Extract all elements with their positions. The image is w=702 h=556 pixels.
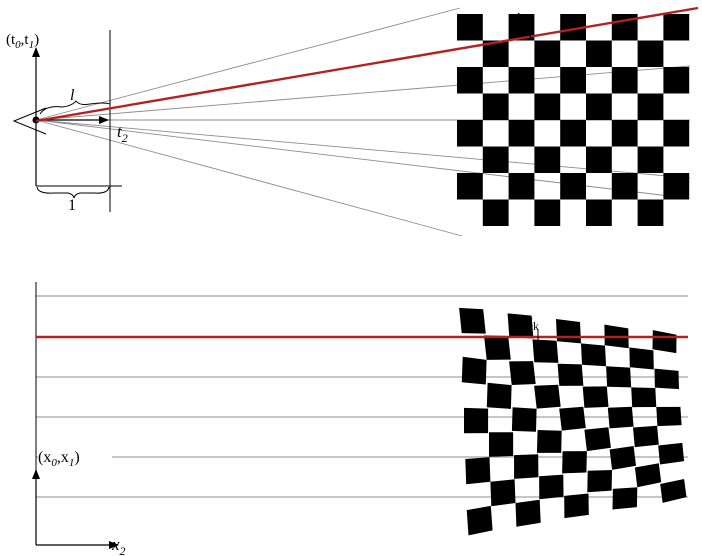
- distorted-checker-square: [559, 406, 586, 431]
- top-panel: (t0,t1) l t2 1 tk: [6, 6, 699, 237]
- distorted-checker-square: [465, 457, 491, 485]
- checker-square: [534, 199, 561, 226]
- distorted-checker-square: [514, 454, 539, 479]
- distorted-checker-square: [515, 499, 541, 527]
- distorted-checker-square: [557, 363, 584, 386]
- distorted-checker-square: [511, 407, 537, 432]
- point-xk-label: xk: [525, 313, 539, 333]
- distorted-checker-square: [509, 361, 536, 385]
- checker-square: [508, 173, 535, 200]
- checker-square: [586, 199, 612, 226]
- checker-square: [663, 67, 690, 94]
- checker-square: [586, 146, 612, 173]
- distorted-checker-square: [539, 474, 564, 500]
- length-label: l: [70, 87, 75, 104]
- distorted-checker-square: [564, 493, 589, 519]
- distorted-checker-square: [584, 427, 611, 452]
- t-axis-label: (t0,t1): [6, 32, 39, 51]
- bottom-checkerboard: [459, 307, 687, 536]
- distorted-checker-square: [587, 470, 612, 493]
- checker-square: [457, 173, 483, 200]
- checker-square: [611, 173, 638, 200]
- checker-square: [663, 120, 690, 147]
- checker-square: [457, 120, 483, 147]
- checker-square: [560, 173, 586, 200]
- distorted-checker-square: [581, 343, 607, 367]
- top-checkerboard: [457, 14, 690, 226]
- distorted-checker-square: [607, 406, 634, 429]
- checker-square: [611, 120, 638, 147]
- point-tk-label: tk: [516, 9, 527, 29]
- x2-axis-label: x2: [111, 535, 126, 556]
- distorted-checker-square: [609, 446, 636, 470]
- x-axis-label-bg: [38, 444, 112, 468]
- checker-square: [457, 14, 483, 41]
- checker-square: [560, 67, 586, 94]
- distorted-checker-square: [556, 319, 581, 344]
- distorted-checker-square: [656, 406, 682, 427]
- checker-square: [560, 120, 586, 147]
- checker-square: [611, 67, 638, 94]
- projection-ray: [35, 119, 691, 179]
- distorted-checker-square: [532, 339, 559, 363]
- distorted-checker-square: [536, 430, 562, 453]
- distorted-checker-square: [490, 479, 516, 507]
- checker-square: [663, 14, 690, 41]
- checker-square: [637, 93, 664, 120]
- length-brace: [39, 100, 111, 115]
- distorted-checker-square: [631, 387, 657, 408]
- checker-square: [457, 67, 483, 94]
- distorted-checker-square: [658, 442, 685, 465]
- distorted-checker-square: [654, 368, 679, 390]
- checker-square: [482, 93, 509, 120]
- highlight-ray: [35, 6, 699, 123]
- distorted-checker-square: [507, 313, 534, 339]
- distorted-checker-square: [464, 407, 489, 434]
- projection-ray: [35, 7, 461, 121]
- checker-square: [508, 67, 535, 94]
- distorted-checker-square: [459, 307, 486, 334]
- projection-ray: [35, 119, 463, 237]
- checker-square: [534, 93, 561, 120]
- distorted-checker-square: [489, 432, 514, 457]
- distorted-checker-square: [660, 479, 687, 503]
- checker-square: [534, 40, 561, 67]
- distorted-checker-square: [629, 347, 654, 370]
- distorted-checker-square: [562, 451, 587, 474]
- checker-square: [586, 93, 612, 120]
- checker-square: [637, 146, 664, 173]
- distorted-checker-square: [633, 425, 659, 448]
- checker-square: [663, 173, 690, 200]
- unit-brace: [36, 186, 110, 199]
- checker-square: [637, 199, 664, 226]
- unit-label: 1: [68, 197, 76, 214]
- point-tick: [525, 26, 532, 39]
- checker-square: [482, 199, 509, 226]
- x-axis-label: (x0,x1): [38, 449, 80, 469]
- projection-rays: [35, 7, 691, 237]
- distorted-checker-square: [486, 382, 512, 409]
- distorted-checker-square: [466, 505, 493, 536]
- checker-square: [508, 120, 535, 147]
- distorted-checker-square: [534, 384, 561, 409]
- bottom-panel: (x0,x1) x2 xk: [32, 282, 688, 556]
- distorted-checker-square: [652, 330, 677, 354]
- distorted-checker-square: [582, 386, 609, 408]
- checker-square: [637, 40, 664, 67]
- distorted-checker-square: [606, 366, 632, 388]
- distorted-checker-square: [612, 487, 638, 510]
- checker-square: [586, 40, 612, 67]
- distorted-checker-square: [634, 463, 662, 488]
- checker-square: [534, 146, 561, 173]
- checker-square: [482, 146, 509, 173]
- distorted-checker-square: [484, 335, 511, 360]
- t2-axis-label: t2: [117, 122, 128, 145]
- distorted-checker-square: [461, 356, 487, 385]
